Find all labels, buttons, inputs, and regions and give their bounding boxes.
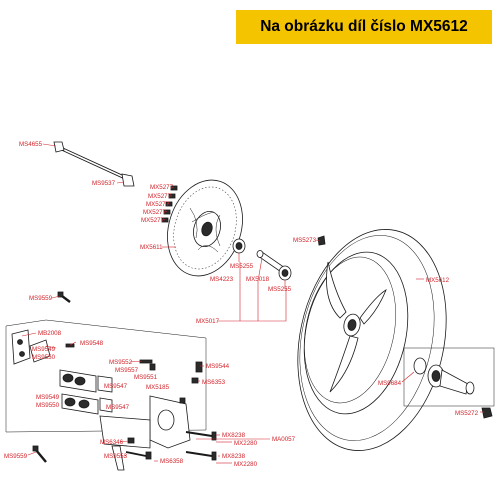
pad-clips-part — [97, 375, 113, 413]
callout-labels: MS4655 MS9537 MX5277 MX5277 MX5277 MX527… — [4, 141, 479, 468]
label-mx2280-1: MX2280 — [234, 440, 258, 447]
screw-ms9559-part — [57, 291, 71, 303]
label-ms5255-1: MS5255 — [230, 263, 254, 270]
label-ms4223: MS4223 — [210, 276, 234, 283]
bolt-ms5273-part — [317, 235, 326, 246]
label-mx5611: MX5611 — [140, 244, 163, 251]
bearing-right-part — [278, 265, 292, 281]
axle-part — [53, 141, 131, 182]
label-ms9684: MS9684 — [378, 380, 402, 387]
bolt-ms6353-part — [191, 377, 199, 384]
brake-bracket-part — [11, 329, 31, 365]
speedo-drive-box — [403, 347, 495, 407]
caliper-mount-part — [99, 415, 151, 471]
label-ms6358: MS6358 — [160, 458, 184, 465]
label-ma0057: MA0057 — [272, 436, 296, 443]
label-ms9559-1: MS9559 — [29, 295, 53, 302]
brake-disc-part — [167, 179, 243, 277]
bolt-mx8238b-part — [185, 451, 217, 461]
label-ms9550-2: MS9550 — [36, 402, 60, 409]
label-ms9549-1: MS9549 — [32, 346, 56, 353]
label-ms5272: MS5272 — [455, 410, 479, 417]
label-mx5017: MX5017 — [196, 318, 220, 325]
speedo-drive-part — [413, 357, 475, 395]
label-mx8238-2: MX8238 — [222, 453, 246, 460]
bearing-left-part — [232, 238, 246, 254]
label-ms6346: MS6346 — [100, 439, 124, 446]
bolt-ms6346-part — [127, 437, 135, 444]
label-mx5277-5: MX5277 — [141, 217, 165, 224]
wheel-part — [297, 229, 447, 451]
label-mx5277-1: MX5277 — [150, 184, 174, 191]
label-ms9547-2: MS9547 — [106, 404, 130, 411]
label-mx5612: MX5612 — [426, 277, 450, 284]
caliper-bolts-part — [65, 343, 156, 371]
axle-nut-part — [121, 173, 135, 187]
bolt-ms9544-part — [195, 361, 203, 373]
label-ms9549-2: MS9549 — [36, 394, 60, 401]
label-ms9552: MS9552 — [109, 359, 133, 366]
label-mx5277-4: MX5277 — [143, 209, 167, 216]
label-mx5277-2: MX5277 — [148, 193, 172, 200]
label-ms9537: MS9537 — [92, 180, 116, 187]
label-ms9550-1: MS9550 — [32, 354, 56, 361]
label-ms4655: MS4655 — [19, 141, 43, 148]
label-ms9548: MS9548 — [80, 340, 104, 347]
label-ms9547-1: MS9547 — [104, 383, 128, 390]
label-ms9557: MS9557 — [115, 367, 139, 374]
caliper-body-part — [149, 395, 191, 449]
caliper-assembly-box — [5, 319, 207, 433]
bolt-ms9553-part — [125, 451, 152, 460]
screw-ms9559b-part — [32, 445, 47, 463]
banner-text: Na obrázku díl číslo MX5612 — [260, 18, 468, 35]
label-ms9559-2: MS9559 — [4, 453, 28, 460]
leader-lines — [21, 143, 484, 464]
nut-ms5272-part — [481, 407, 493, 419]
brake-pads-part — [59, 369, 99, 415]
label-mx8238-1: MX8238 — [222, 432, 246, 439]
bolt-mx8238-part — [185, 431, 217, 441]
label-mx5018: MX5018 — [246, 276, 270, 283]
part-number-banner: Na obrázku díl číslo MX5612 — [236, 10, 492, 44]
label-mx5185: MX5185 — [146, 384, 170, 391]
label-ms5273: MS5273 — [293, 237, 317, 244]
label-ms9551: MS9551 — [134, 374, 158, 381]
label-mb2008: MB2008 — [38, 330, 62, 337]
label-ms6353: MS6353 — [202, 379, 226, 386]
label-ms9553: MS9553 — [104, 453, 128, 460]
label-mx2280-2: MX2280 — [234, 461, 258, 468]
label-mx5277-3: MX5277 — [146, 201, 170, 208]
label-ms5255-2: MS5255 — [268, 286, 292, 293]
label-ms9544: MS9544 — [206, 363, 230, 370]
pad-spring-part — [29, 339, 51, 363]
